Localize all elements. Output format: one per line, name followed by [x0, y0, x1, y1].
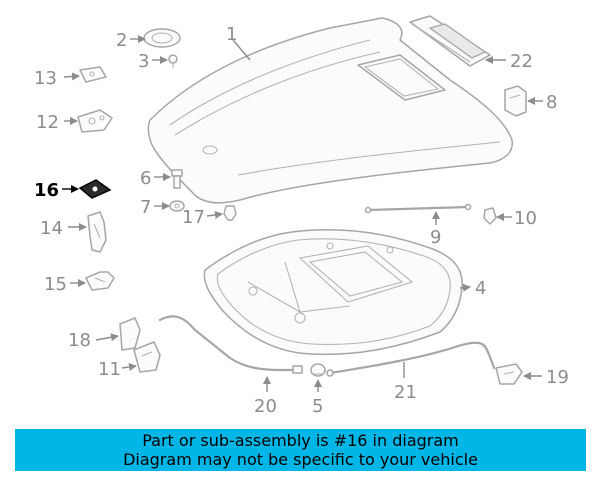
callout-7: 7	[140, 197, 151, 218]
support-rod-9	[364, 203, 472, 214]
bumper-stop-17	[223, 205, 237, 221]
callout-4: 4	[475, 278, 486, 299]
callout-11: 11	[98, 359, 121, 380]
callout-18: 18	[68, 330, 91, 351]
leader-4	[459, 283, 471, 292]
nut-7	[169, 200, 185, 212]
callout-19: 19	[546, 367, 569, 388]
callout-21: 21	[394, 382, 417, 403]
cable-clip-18	[119, 317, 141, 351]
highlighted-part-16	[78, 179, 112, 199]
leader-1	[232, 39, 251, 61]
leader-lines	[62, 35, 543, 392]
hinge-14	[87, 211, 107, 253]
hood-vent	[409, 15, 491, 67]
callout-8: 8	[546, 92, 557, 113]
callout-20: 20	[254, 396, 277, 417]
leader-13	[63, 72, 80, 81]
callout-10: 10	[514, 208, 537, 229]
hood-insulator	[203, 228, 463, 356]
callout-22: 22	[510, 51, 533, 72]
hood-panel	[147, 17, 513, 204]
hinge-bracket-12	[77, 109, 113, 133]
release-cable-20	[158, 315, 303, 374]
banner-line-1: Part or sub-assembly is #16 in diagram	[142, 431, 459, 450]
callout-2: 2	[116, 30, 127, 51]
callout-5: 5	[312, 396, 323, 417]
bracket-13	[79, 66, 107, 83]
callout-16-highlighted: 16	[34, 180, 59, 201]
rod-holder-10	[483, 207, 497, 225]
leader-18	[95, 333, 119, 342]
callout-14: 14	[40, 218, 63, 239]
callout-17: 17	[182, 207, 205, 228]
banner-line-2: Diagram may not be specific to your vehi…	[123, 450, 478, 469]
leader-11	[121, 363, 137, 371]
release-handle-19	[495, 363, 523, 385]
lock-cable-21	[326, 341, 496, 377]
callout-15: 15	[44, 274, 67, 295]
bolt-6	[171, 169, 183, 189]
callout-9: 9	[430, 227, 441, 248]
lock-bracket-11	[133, 341, 161, 373]
callout-3: 3	[138, 51, 149, 72]
grommet-5	[310, 363, 326, 377]
callout-12: 12	[36, 112, 59, 133]
callout-6: 6	[140, 168, 151, 189]
latch-bracket-15	[85, 271, 115, 291]
callout-13: 13	[34, 68, 57, 89]
info-banner: Part or sub-assembly is #16 in diagram D…	[15, 429, 586, 471]
callout-labels: 1 2 3 4 5 6 7 8 9 10 11 12 13 14 15 16 1…	[34, 24, 569, 417]
emblem-clip	[168, 54, 178, 68]
leader-17	[206, 210, 223, 219]
hood-emblem	[143, 28, 181, 48]
striker-bracket-8	[504, 85, 527, 117]
callout-1: 1	[226, 24, 237, 45]
